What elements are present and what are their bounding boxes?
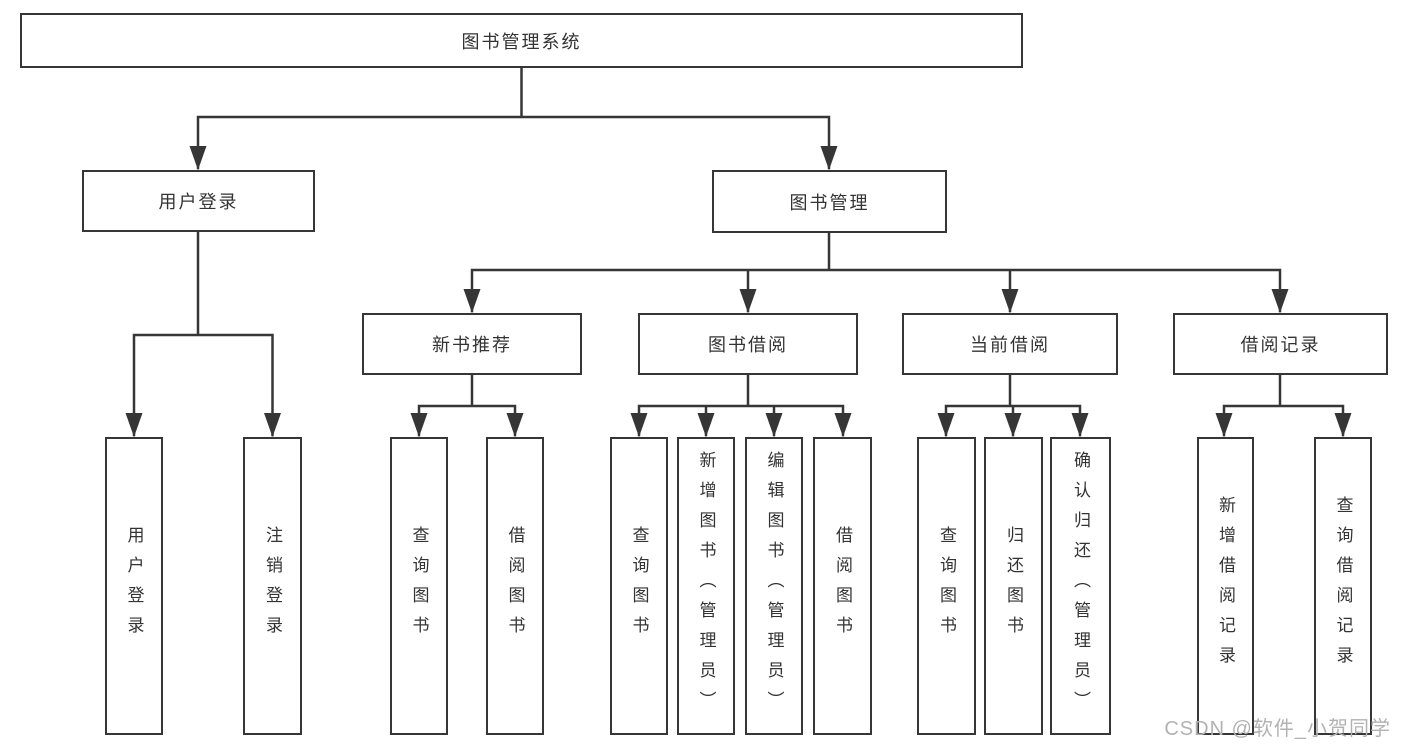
leaf-user-login: 用户登录 bbox=[105, 437, 163, 735]
node-borrow-records-label: 借阅记录 bbox=[1240, 335, 1321, 355]
node-book-management: 图书管理 bbox=[712, 170, 947, 233]
leaf-cb-return-books-label: 归还图书 bbox=[1004, 526, 1023, 646]
leaf-bb-borrow-books-label: 借阅图书 bbox=[833, 526, 852, 646]
leaf-nb-query-books-label: 查询图书 bbox=[409, 526, 429, 646]
node-new-book-recommend: 新书推荐 bbox=[362, 313, 582, 375]
leaf-br-add-record-label: 新增借阅记录 bbox=[1216, 496, 1235, 676]
leaf-cb-query-books-label: 查询图书 bbox=[937, 526, 956, 646]
node-user-login-label: 用户登录 bbox=[158, 192, 239, 212]
node-root-label: 图书管理系统 bbox=[461, 31, 582, 52]
leaf-nb-borrow-books-label: 借阅图书 bbox=[505, 526, 525, 646]
watermark: CSDN @软件_小贺同学 bbox=[1164, 718, 1391, 740]
leaf-br-query-record-label: 查询借阅记录 bbox=[1333, 496, 1353, 676]
leaf-bb-query-books: 查询图书 bbox=[610, 437, 668, 735]
node-borrow-records: 借阅记录 bbox=[1173, 313, 1388, 375]
leaf-bb-add-books-admin: 新增图书（管理员） bbox=[677, 437, 735, 735]
leaf-bb-borrow-books: 借阅图书 bbox=[813, 437, 872, 735]
leaf-br-add-record: 新增借阅记录 bbox=[1197, 437, 1254, 735]
node-current-borrow: 当前借阅 bbox=[902, 313, 1118, 375]
node-new-book-recommend-label: 新书推荐 bbox=[432, 335, 512, 355]
leaf-br-query-record: 查询借阅记录 bbox=[1314, 437, 1372, 735]
leaf-cb-return-books: 归还图书 bbox=[984, 437, 1043, 735]
leaf-bb-query-books-label: 查询图书 bbox=[629, 526, 649, 646]
leaf-cb-confirm-return-admin: 确认归还（管理员） bbox=[1050, 437, 1111, 735]
node-current-borrow-label: 当前借阅 bbox=[970, 335, 1050, 355]
leaf-nb-query-books: 查询图书 bbox=[390, 437, 448, 735]
leaf-bb-edit-books-admin-label: 编辑图书（管理员） bbox=[764, 451, 784, 721]
leaf-logout-label: 注销登录 bbox=[263, 526, 282, 646]
leaf-user-login-label: 用户登录 bbox=[124, 526, 144, 646]
leaf-logout: 注销登录 bbox=[243, 437, 302, 735]
leaf-cb-confirm-return-admin-label: 确认归还（管理员） bbox=[1071, 451, 1090, 721]
leaf-bb-add-books-admin-label: 新增图书（管理员） bbox=[696, 451, 716, 721]
node-root: 图书管理系统 bbox=[20, 13, 1023, 68]
node-book-borrow-label: 图书借阅 bbox=[708, 335, 788, 355]
node-user-login: 用户登录 bbox=[82, 170, 315, 232]
leaf-nb-borrow-books: 借阅图书 bbox=[486, 437, 544, 735]
leaf-bb-edit-books-admin: 编辑图书（管理员） bbox=[745, 437, 803, 735]
node-book-borrow: 图书借阅 bbox=[638, 313, 858, 375]
arrowhead-icons bbox=[125, 146, 1352, 437]
leaf-cb-query-books: 查询图书 bbox=[917, 437, 976, 735]
node-book-management-label: 图书管理 bbox=[789, 192, 870, 213]
